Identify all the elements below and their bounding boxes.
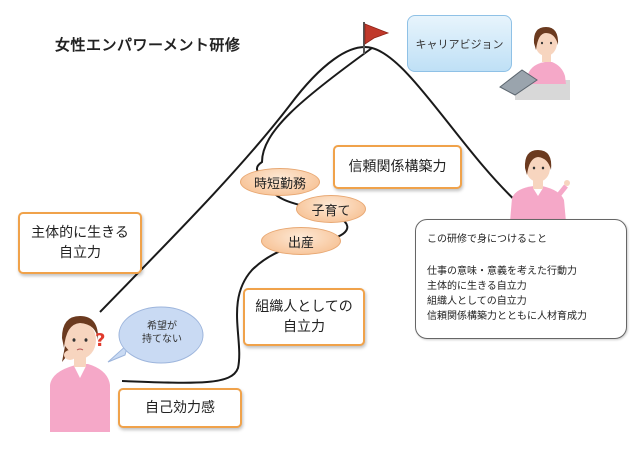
laptop-woman-icon xyxy=(499,27,570,100)
summary-item: 仕事の意味・意義を考えた行動力 xyxy=(427,266,577,277)
mountain-curve xyxy=(99,46,521,313)
speech-bubble xyxy=(107,306,204,364)
self-reliance-box: 主体的に生きる 自立力 xyxy=(18,212,142,274)
childcare-label: 子育て xyxy=(311,203,351,219)
organizational-independence-label: 組織人としての 自立力 xyxy=(255,298,353,335)
childbirth-label: 出産 xyxy=(287,235,314,251)
question-mark-icon: ? xyxy=(95,330,106,351)
worried-woman-icon xyxy=(50,316,110,432)
self-efficacy-label: 自己効力感 xyxy=(145,399,215,416)
summary-item: 主体的に生きる自立力 xyxy=(427,281,527,292)
summary-title: この研修で身につけること xyxy=(427,234,547,245)
organizational-independence-box: 組織人としての 自立力 xyxy=(243,288,365,346)
short-hours-pill: 時短勤務 xyxy=(240,168,320,196)
self-efficacy-box: 自己効力感 xyxy=(118,388,242,428)
career-vision-label: キャリアビジョン xyxy=(415,37,504,51)
childcare-pill: 子育て xyxy=(296,195,366,223)
growth-path xyxy=(121,47,373,384)
summary-box: この研修で身につけること 仕事の意味・意義を考えた行動力 主体的に生きる自立力 … xyxy=(415,219,627,339)
summary-item: 組織人としての自立力 xyxy=(427,296,527,307)
summit-flag-icon xyxy=(363,22,390,54)
pointing-woman-icon xyxy=(510,150,570,222)
bubble-text: 希望が 持てない xyxy=(142,321,182,345)
childbirth-pill: 出産 xyxy=(261,227,341,255)
short-hours-label: 時短勤務 xyxy=(253,176,306,192)
career-vision-box: キャリアビジョン xyxy=(407,15,512,72)
self-reliance-label: 主体的に生きる 自立力 xyxy=(31,224,129,261)
summary-list: 仕事の意味・意義を考えた行動力 主体的に生きる自立力 組織人としての自立力 信頼… xyxy=(427,264,587,324)
trust-building-label: 信頼関係構築力 xyxy=(348,158,447,175)
summary-item: 信頼関係構築力とともに人材育成力 xyxy=(427,311,587,322)
diagram-title: 女性エンパワーメント研修 xyxy=(55,36,241,54)
trust-building-box: 信頼関係構築力 xyxy=(333,145,462,189)
